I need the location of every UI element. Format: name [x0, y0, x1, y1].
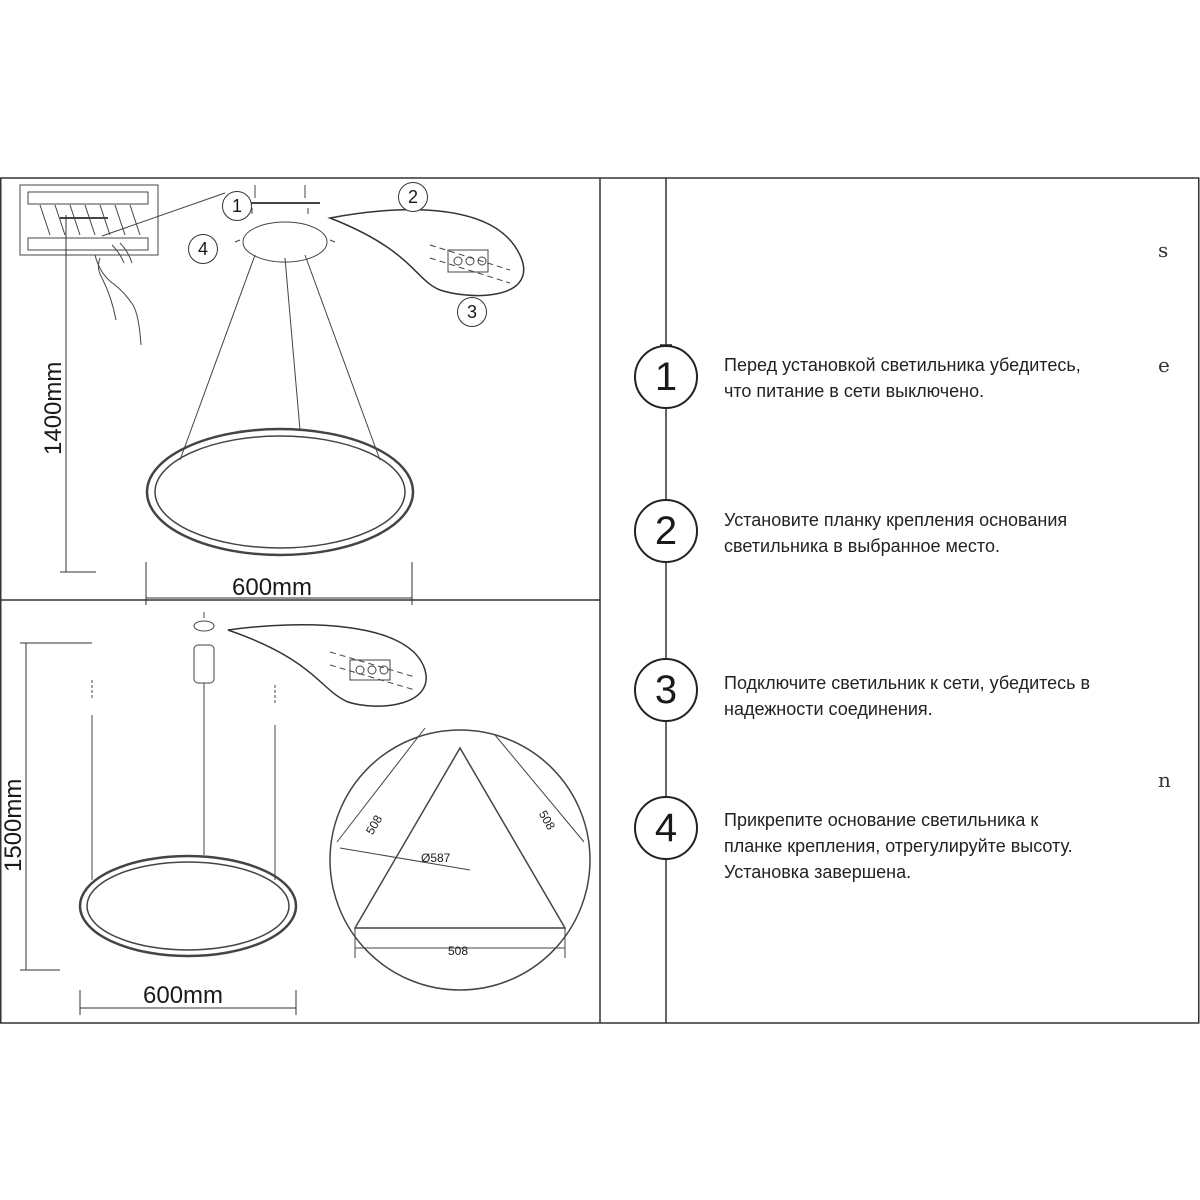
- terminal-block-icon: [429, 244, 511, 284]
- hand-icon: [94, 242, 142, 346]
- callout-1: 1: [222, 191, 252, 221]
- terminal-block-icon: [329, 651, 416, 691]
- diameter-leader: [339, 847, 471, 871]
- suspension-cable: [304, 254, 381, 461]
- power-cable: [284, 257, 301, 431]
- suspension-cable: [179, 254, 256, 461]
- edge-letter-s: s: [1158, 238, 1169, 262]
- step-3-marker: 3: [634, 658, 698, 722]
- connector-detail-bubble: [227, 624, 427, 707]
- bottom-width-dimension: 600mm: [143, 982, 224, 1009]
- top-height-dimension: 1400mm: [40, 361, 67, 455]
- bottom-panel-drawing: [20, 612, 591, 1015]
- breaker-panel-icon: [19, 184, 226, 256]
- ceiling-canopy: [242, 221, 328, 263]
- triangle-base-label: 508: [448, 944, 469, 958]
- diameter-label: Ø587: [421, 851, 451, 865]
- mounting-template-triangle: [353, 746, 567, 929]
- step-2-marker: 2: [634, 499, 698, 563]
- top-panel-drawing: [19, 184, 525, 605]
- ceiling-mount-cap: [193, 620, 215, 632]
- step-4-marker: 4: [634, 796, 698, 860]
- edge-letter-n: n: [1158, 768, 1171, 792]
- light-ring: [78, 854, 298, 958]
- light-ring: [145, 427, 415, 557]
- callout-3: 3: [457, 297, 487, 327]
- step-3-text: Подключите светильник к сети, убедитесь …: [724, 673, 1091, 719]
- bottom-height-dimension: 1500mm: [0, 778, 27, 872]
- mounting-template-circle: [329, 729, 591, 991]
- callout-2: 2: [398, 182, 428, 212]
- edge-letter-e: e: [1158, 353, 1170, 377]
- connector-detail-bubble: [327, 209, 525, 297]
- callout-4: 4: [188, 234, 218, 264]
- canopy-cylinder: [193, 644, 215, 684]
- step-2-text: Установите планку крепления основания св…: [724, 510, 1068, 556]
- step-1-text: Перед установкой светильника убедитесь, …: [724, 355, 1081, 401]
- step-4-text: Прикрепите основание светильника к планк…: [724, 810, 1073, 882]
- step-1-marker: 1: [634, 345, 698, 409]
- top-width-dimension: 600mm: [232, 574, 313, 601]
